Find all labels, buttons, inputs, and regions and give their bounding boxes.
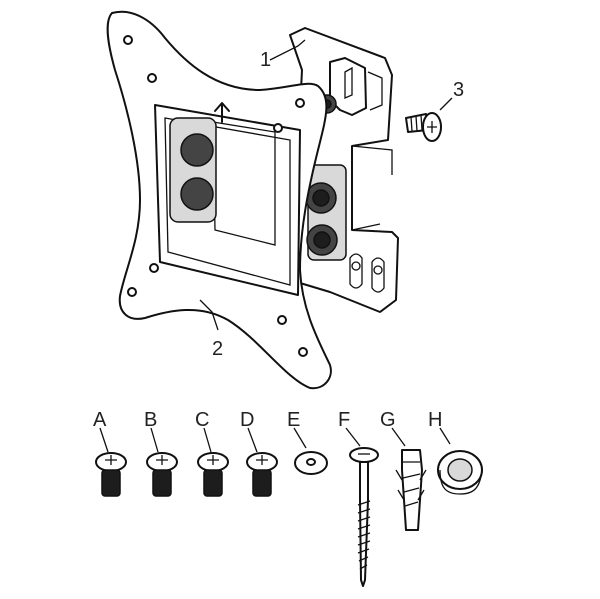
anchor-g <box>391 427 427 531</box>
label-3: 3 <box>453 79 464 101</box>
bolt-b <box>146 427 178 497</box>
wood-screw-f <box>345 427 379 587</box>
bolt-d <box>246 427 278 497</box>
bolt-c <box>197 427 229 497</box>
label-2: 2 <box>212 338 223 360</box>
label-h: H <box>428 409 442 431</box>
washer-e <box>293 427 328 475</box>
bolt-a <box>95 427 127 497</box>
label-a: A <box>93 409 107 431</box>
label-e: E <box>287 409 300 431</box>
label-g: G <box>380 409 396 431</box>
label-d: D <box>240 409 254 431</box>
hinge-knobs <box>169 117 217 223</box>
spacer-h <box>437 427 483 495</box>
label-b: B <box>144 409 157 431</box>
label-c: C <box>195 409 209 431</box>
label-1: 1 <box>260 49 271 71</box>
tv-plate <box>106 10 332 390</box>
label-f: F <box>338 409 350 431</box>
up-arrow-icon <box>214 102 230 123</box>
screw-3 <box>405 97 453 142</box>
